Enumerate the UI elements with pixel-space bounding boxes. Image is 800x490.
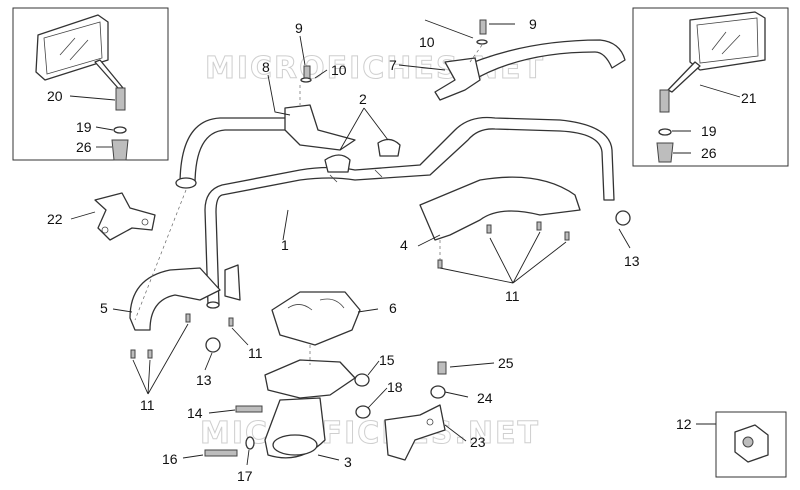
callout-5: 5	[100, 300, 108, 316]
handlebar-base	[264, 359, 356, 459]
right-mirror-inset	[632, 7, 789, 167]
callout-18: 18	[387, 379, 403, 395]
handlebar	[204, 116, 615, 309]
callout-23: 23	[470, 434, 486, 450]
handlebar-cover	[271, 291, 361, 346]
upper-handlebar	[175, 39, 626, 189]
callout-1: 1	[281, 237, 289, 253]
callout-8: 8	[262, 59, 270, 75]
right-mirror	[656, 11, 766, 163]
left-mirror	[35, 14, 129, 161]
callout-11-right: 11	[505, 288, 520, 304]
callout-21: 21	[741, 90, 757, 106]
callout-25: 25	[498, 355, 514, 371]
callout-3: 3	[344, 454, 352, 470]
callout-19-left: 19	[76, 119, 92, 135]
callout-16: 16	[162, 451, 178, 467]
callout-12: 12	[676, 416, 692, 432]
callout-11-middle: 11	[248, 345, 263, 361]
callout-14: 14	[187, 405, 203, 421]
clamps	[324, 138, 401, 173]
callout-10-left: 10	[331, 62, 347, 78]
clamp-12	[734, 424, 769, 463]
left-mirror-inset	[12, 7, 169, 161]
callout-9-right: 9	[529, 16, 537, 32]
callout-6: 6	[389, 300, 397, 316]
callout-9-left: 9	[295, 20, 303, 36]
bracket-23	[384, 404, 446, 461]
callout-11-left: 11	[140, 397, 155, 413]
callout-19-right: 19	[701, 123, 717, 139]
callout-13-left: 13	[196, 372, 212, 388]
right-switch-bracket	[419, 176, 581, 241]
callout-22: 22	[47, 211, 63, 227]
callout-4: 4	[400, 237, 408, 253]
bracket-22	[94, 192, 156, 241]
callout-labels: 20 19 26 21 19 26 22 1 8 2 7 10 9 9 10 4…	[47, 16, 757, 484]
callout-20: 20	[47, 88, 63, 104]
watermark-bottom: MICROFICHES.NET	[200, 416, 540, 451]
callout-10-right: 10	[419, 34, 435, 50]
callout-2: 2	[359, 91, 367, 107]
callout-26-right: 26	[701, 145, 717, 161]
callout-7: 7	[389, 57, 397, 73]
assembly-lines	[134, 44, 483, 365]
callout-13-right: 13	[624, 253, 640, 269]
callout-26-left: 26	[76, 139, 92, 155]
bolts	[130, 19, 631, 457]
callout-15: 15	[379, 352, 395, 368]
clamp-inset	[715, 411, 787, 478]
callout-24: 24	[477, 390, 493, 406]
callout-17: 17	[237, 468, 253, 484]
leader-lines	[69, 19, 741, 466]
left-switch-bracket	[129, 264, 241, 331]
